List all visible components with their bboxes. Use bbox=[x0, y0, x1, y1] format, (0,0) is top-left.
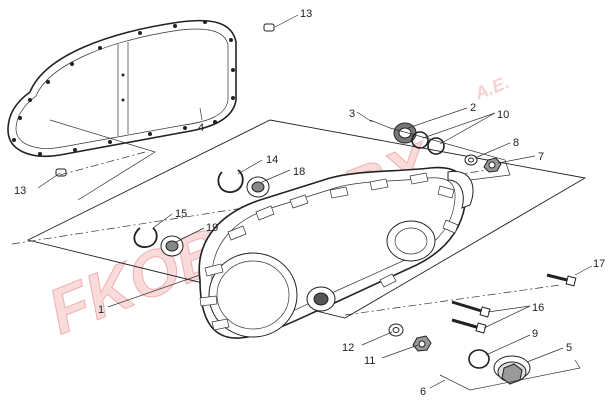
bearing-group-2 bbox=[393, 122, 417, 144]
washer-8 bbox=[464, 154, 478, 166]
axis-line-2 bbox=[59, 151, 146, 176]
nut-11 bbox=[412, 335, 432, 352]
group-bracket-6 bbox=[439, 359, 581, 391]
callout-13-lower: 13 bbox=[14, 185, 26, 197]
circlip-15 bbox=[133, 227, 158, 248]
callout-5: 5 bbox=[566, 342, 572, 354]
transmission-cover-part bbox=[198, 166, 474, 339]
callout-2: 2 bbox=[470, 102, 476, 114]
callout-17: 17 bbox=[593, 258, 605, 270]
oring-9 bbox=[468, 349, 490, 369]
callout-6: 6 bbox=[420, 386, 426, 398]
callout-11: 11 bbox=[364, 355, 375, 367]
circlip-14 bbox=[217, 169, 244, 193]
dowel-pin-upper bbox=[263, 23, 275, 32]
washer-12 bbox=[388, 323, 404, 337]
bearing-19 bbox=[160, 235, 184, 257]
nut-7 bbox=[483, 157, 502, 173]
bolts-16 bbox=[451, 300, 491, 334]
callout-18: 18 bbox=[293, 166, 305, 178]
callout-14: 14 bbox=[266, 154, 278, 166]
reference-plane-small bbox=[49, 119, 156, 201]
gasket-part bbox=[7, 19, 237, 157]
callout-3: 3 bbox=[349, 108, 355, 120]
callout-19: 19 bbox=[206, 222, 218, 234]
callout-10: 10 bbox=[497, 109, 509, 121]
bolt-17 bbox=[546, 273, 577, 287]
leader-lines bbox=[37, 14, 593, 389]
axis-line-3 bbox=[344, 284, 561, 316]
callout-1: 1 bbox=[98, 304, 104, 316]
callout-13-upper: 13 bbox=[300, 8, 312, 20]
group-bracket-3 bbox=[369, 119, 511, 181]
callout-8: 8 bbox=[513, 137, 519, 149]
callout-7: 7 bbox=[538, 151, 544, 163]
callout-15: 15 bbox=[175, 208, 187, 220]
callout-4: 4 bbox=[198, 122, 204, 134]
callout-16: 16 bbox=[532, 302, 544, 314]
callout-9: 9 bbox=[532, 328, 538, 340]
bearing-18 bbox=[246, 176, 270, 198]
callout-labels: 13 4 13 3 2 10 8 7 14 18 15 19 1 17 16 9… bbox=[14, 8, 605, 398]
callout-12: 12 bbox=[342, 342, 354, 354]
oring-10 bbox=[411, 131, 445, 155]
plug-5 bbox=[493, 355, 531, 385]
watermark-suffix: A.E. bbox=[471, 72, 512, 104]
